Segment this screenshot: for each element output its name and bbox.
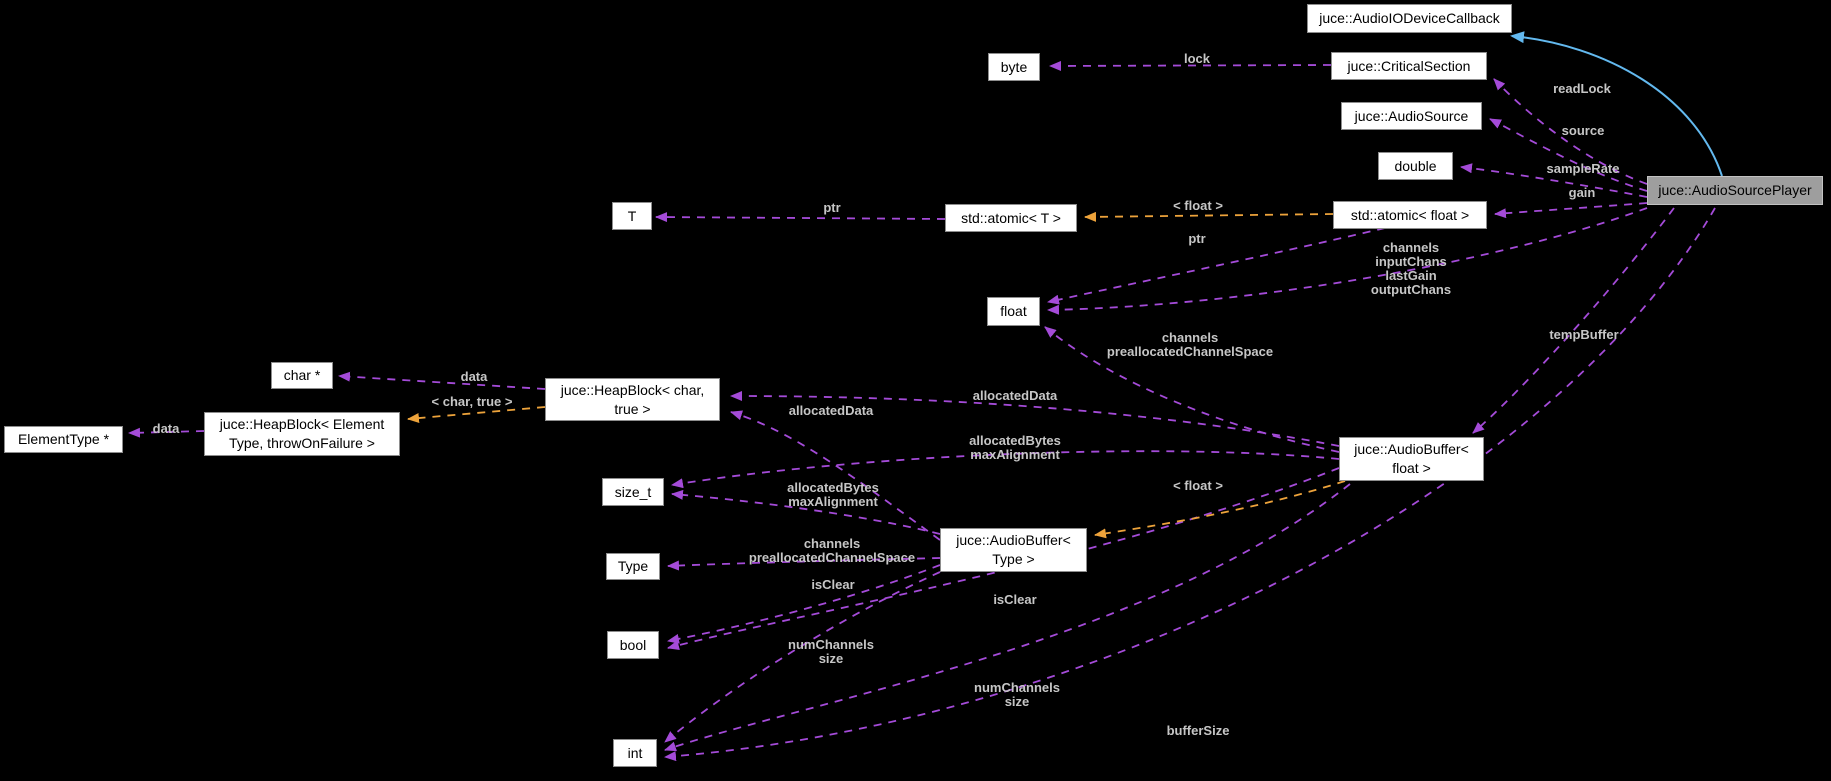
edge-asp-float-members — [1047, 207, 1648, 315]
edge-label-template-float-top: < float > — [1173, 198, 1223, 213]
edge-label-template-audiobuffer-float: < float > — [1173, 478, 1223, 493]
edge-tempbuffer — [1472, 207, 1675, 434]
edge-ptr-float — [1047, 227, 1386, 305]
edge-label-allocateddata-float: allocatedData — [972, 388, 1058, 403]
node-audio-io-device-callback[interactable]: juce::AudioIODeviceCallback — [1307, 4, 1512, 33]
node-size-t[interactable]: size_t — [602, 478, 664, 506]
edge-label-template-char-true: < char, true > — [431, 394, 513, 409]
node-int[interactable]: int — [613, 739, 657, 767]
edge-isclear-type — [667, 564, 941, 644]
edge-label-allocatedbytes-float: allocatedBytes maxAlignment — [969, 433, 1061, 462]
edge-label-allocatedbytes-type: allocatedBytes maxAlignment — [787, 480, 879, 509]
edge-label-isclear-type: isClear — [811, 577, 855, 592]
edge-channels-prealloc-type — [667, 557, 941, 571]
edge-label-buffersize: bufferSize — [1166, 723, 1230, 738]
edge-data-elementtype — [128, 427, 205, 438]
edge-label-channels-prealloc-float: channels preallocatedChannelSpace — [1106, 330, 1274, 359]
edge-label-readlock: readLock — [1553, 81, 1611, 96]
edge-label-isclear-float: isClear — [993, 592, 1037, 607]
node-heapblock-elementtype[interactable]: juce::HeapBlock< Element Type, throwOnFa… — [204, 412, 400, 456]
node-double[interactable]: double — [1378, 152, 1453, 180]
node-audiobuffer-float[interactable]: juce::AudioBuffer< float > — [1339, 437, 1484, 481]
edge-allocatedbytes-float — [671, 450, 1340, 489]
edge-label-numchannels-float: numChannels size — [974, 680, 1060, 709]
edge-label-data-elementtype: data — [152, 421, 180, 436]
edge-samplerate — [1460, 163, 1648, 198]
edge-label-data-char: data — [460, 369, 488, 384]
node-elementtype-ptr[interactable]: ElementType * — [4, 426, 123, 453]
edge-label-ptr-float: ptr — [1188, 231, 1206, 246]
node-bool[interactable]: bool — [607, 631, 659, 659]
edge-data-char — [338, 371, 546, 390]
edge-label-samplerate: sampleRate — [1546, 161, 1620, 176]
edge-label-source: source — [1561, 123, 1605, 138]
edge-gain — [1494, 202, 1648, 219]
edge-label-gain: gain — [1568, 185, 1596, 200]
edge-lock — [1049, 60, 1332, 71]
node-critical-section[interactable]: juce::CriticalSection — [1331, 52, 1487, 80]
edge-source — [1489, 118, 1648, 192]
edge-label-channels-prealloc-type: channels preallocatedChannelSpace — [748, 536, 916, 565]
node-type[interactable]: Type — [606, 553, 660, 580]
node-audio-source-player[interactable]: juce::AudioSourcePlayer — [1647, 176, 1823, 205]
node-char-ptr[interactable]: char * — [271, 362, 333, 389]
edge-label-allocateddata-type: allocatedData — [788, 403, 874, 418]
node-audio-source[interactable]: juce::AudioSource — [1341, 102, 1482, 130]
edge-label-ptr-t: ptr — [823, 200, 841, 215]
edge-label-lock: lock — [1183, 51, 1211, 66]
edge-ptr-t — [655, 212, 946, 223]
edge-numchannels-type — [664, 571, 941, 743]
edge-template-char-true — [407, 406, 546, 424]
edge-template-atomic-float — [1084, 211, 1334, 222]
node-byte[interactable]: byte — [988, 53, 1040, 81]
edge-isclear-float — [667, 467, 1340, 651]
edge-template-audiobuffer-float — [1094, 480, 1346, 539]
edge-allocateddata-type — [730, 410, 941, 541]
node-std-atomic-float[interactable]: std::atomic< float > — [1333, 201, 1487, 229]
edge-label-numchannels-type: numChannels size — [788, 637, 874, 666]
edge-label-asp-float-members: channels inputChans lastGain outputChans — [1370, 240, 1452, 297]
edge-allocatedbytes-type — [671, 489, 941, 535]
edge-inheritance-audioiodevicecallback — [1510, 31, 1723, 177]
node-audiobuffer-type[interactable]: juce::AudioBuffer< Type > — [940, 528, 1087, 572]
edge-readlock — [1493, 78, 1648, 185]
node-float[interactable]: float — [987, 297, 1040, 326]
edge-numchannels-float — [664, 483, 1351, 752]
node-std-atomic-t[interactable]: std::atomic< T > — [945, 204, 1077, 232]
node-t[interactable]: T — [612, 202, 652, 230]
edge-buffersize — [664, 207, 1716, 762]
edge-label-tempbuffer: tempBuffer — [1549, 327, 1619, 342]
edge-allocateddata-float — [730, 391, 1340, 447]
node-heapblock-char-true[interactable]: juce::HeapBlock< char, true > — [545, 378, 720, 421]
